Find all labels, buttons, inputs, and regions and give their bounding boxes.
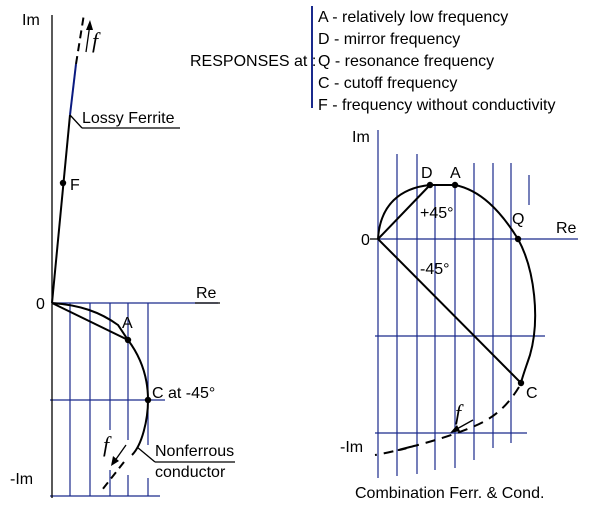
point-f bbox=[59, 179, 67, 187]
right-grid bbox=[375, 130, 578, 478]
left-im-label: Im bbox=[22, 12, 40, 29]
right-diagram: Im 0 Re -Im f D A Q C +45° -45° Combinat… bbox=[340, 129, 578, 502]
ferrite-curve-upper bbox=[69, 63, 77, 116]
point-a-right-label: A bbox=[450, 165, 461, 182]
right-neg-im-label: -Im bbox=[340, 439, 363, 456]
legend-item-q: Q - resonance frequency bbox=[318, 53, 494, 70]
point-c-left bbox=[144, 396, 152, 404]
point-d-label: D bbox=[421, 165, 433, 182]
legend: RESPONSES at : A - relatively low freque… bbox=[190, 6, 555, 114]
point-a-left-label: A bbox=[122, 315, 133, 332]
right-re-label: Re bbox=[556, 220, 577, 237]
point-d bbox=[426, 181, 434, 189]
right-im-label: Im bbox=[352, 129, 370, 146]
arrow-head-up-icon bbox=[86, 20, 93, 30]
point-c-right bbox=[517, 379, 525, 387]
right-origin-label: 0 bbox=[361, 232, 370, 249]
legend-item-a: A - relatively low frequency bbox=[318, 9, 508, 26]
left-grid bbox=[50, 302, 218, 497]
conductor-leader bbox=[136, 446, 156, 463]
point-c-left-label: C at -45° bbox=[152, 385, 215, 402]
point-f-label: F bbox=[70, 177, 80, 194]
ferrite-leader bbox=[69, 114, 83, 129]
left-diagram: Im 0 Re -Im f Lossy Ferrite F f A C at -… bbox=[10, 12, 235, 498]
conductor-label-line1: Nonferrous bbox=[155, 443, 234, 460]
point-a-right bbox=[451, 181, 459, 189]
left-re-label: Re bbox=[196, 285, 217, 302]
right-freq-symbol: f bbox=[455, 400, 464, 425]
combined-curve-dashed bbox=[374, 386, 520, 456]
ferrite-label: Lossy Ferrite bbox=[82, 110, 175, 127]
point-a-left bbox=[124, 336, 132, 344]
legend-item-d: D - mirror frequency bbox=[318, 31, 460, 48]
arrow-head-down-icon bbox=[111, 456, 119, 466]
arrow-head-right-icon bbox=[450, 425, 460, 433]
chord-to-a bbox=[51, 302, 129, 341]
point-c-right-label: C bbox=[526, 385, 538, 402]
vector-minus-45 bbox=[377, 238, 522, 384]
point-q-label: Q bbox=[512, 211, 524, 228]
left-freq-symbol-top: f bbox=[92, 28, 101, 53]
point-q bbox=[514, 235, 522, 243]
legend-item-c: C - cutoff frequency bbox=[318, 75, 457, 92]
left-neg-im-label: -Im bbox=[10, 471, 33, 488]
legend-prefix: RESPONSES at : bbox=[190, 53, 316, 70]
legend-item-f: F - frequency without conductivity bbox=[318, 97, 555, 114]
angle-minus-45-label: -45° bbox=[420, 261, 450, 278]
ferrite-curve-dashed bbox=[75, 13, 85, 65]
conductor-curve-dashed bbox=[101, 461, 125, 491]
left-origin-label: 0 bbox=[36, 296, 45, 313]
conductor-curve bbox=[51, 302, 150, 456]
ferrite-curve bbox=[51, 114, 71, 304]
angle-plus-45-label: +45° bbox=[420, 205, 454, 222]
right-caption: Combination Ferr. & Cond. bbox=[355, 485, 544, 502]
conductor-label-line2: conductor bbox=[155, 464, 226, 481]
vector-plus-45 bbox=[377, 184, 431, 240]
left-freq-symbol-bottom: f bbox=[103, 432, 112, 457]
